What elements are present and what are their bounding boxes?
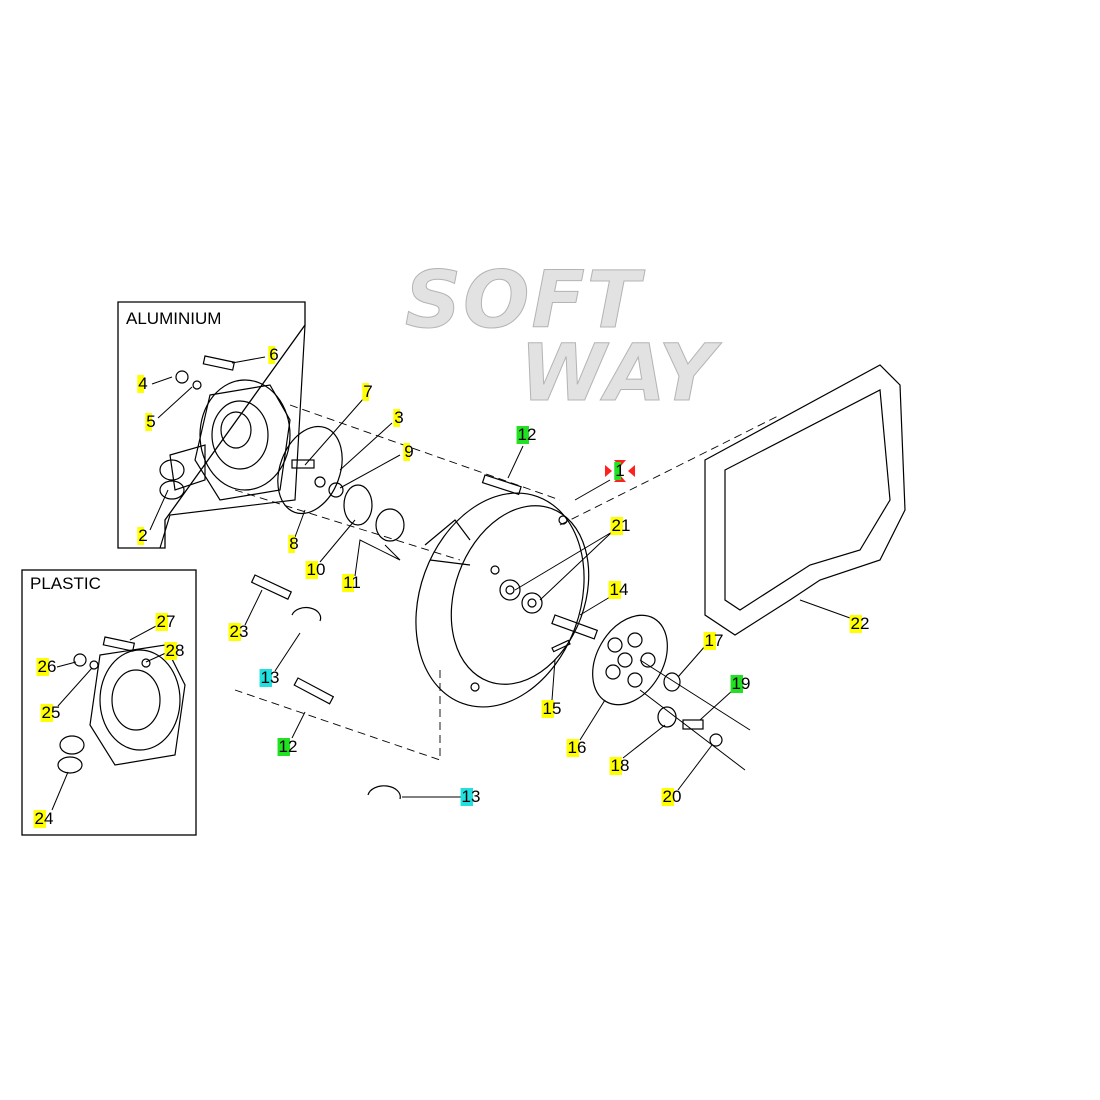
part-label-26[interactable]: 26 <box>36 657 58 676</box>
clip-13-upper <box>291 606 322 622</box>
bolt-19 <box>682 719 704 730</box>
part-label-13-upper[interactable]: 13 <box>259 668 281 687</box>
part-label-21[interactable]: 21 <box>610 516 632 535</box>
part-label-4[interactable]: 4 <box>137 374 149 393</box>
part-label-28[interactable]: 28 <box>164 641 186 660</box>
part-label-16[interactable]: 16 <box>566 738 588 757</box>
clip-13-lower <box>367 785 401 800</box>
watermark-line1: SOFT <box>405 256 642 346</box>
seal-9 <box>328 482 344 498</box>
part-label-12-top[interactable]: 12 <box>516 425 538 444</box>
gasket-22 <box>704 364 906 636</box>
pin-15 <box>551 639 571 653</box>
part-label-23[interactable]: 23 <box>228 622 250 641</box>
plastic-label: PLASTIC <box>30 574 101 593</box>
part-label-14[interactable]: 14 <box>608 580 630 599</box>
part-label-2[interactable]: 2 <box>137 526 149 545</box>
part-label-6[interactable]: 6 <box>268 345 280 364</box>
screw-7 <box>291 459 315 469</box>
part-label-10[interactable]: 10 <box>305 560 327 579</box>
aluminium-box <box>117 301 306 549</box>
part-label-5[interactable]: 5 <box>145 412 157 431</box>
part-label-22[interactable]: 22 <box>849 614 871 633</box>
watermark-logo: SOFT <box>405 262 642 341</box>
washer-20 <box>709 733 723 747</box>
cylinder-block-16 <box>592 614 668 706</box>
part-label-3[interactable]: 3 <box>393 408 405 427</box>
part-label-7[interactable]: 7 <box>362 382 374 401</box>
part-label-9[interactable]: 9 <box>403 442 415 461</box>
shaft-14 <box>551 614 599 640</box>
plastic-box <box>21 569 197 836</box>
part-label-27[interactable]: 27 <box>155 612 177 631</box>
washer-3 <box>314 476 326 488</box>
o-ring-8 <box>277 425 343 515</box>
gasket-22-inner <box>724 389 891 611</box>
part-label-19[interactable]: 19 <box>730 674 752 693</box>
valve-11 <box>375 508 405 542</box>
assembly-axes <box>234 404 781 761</box>
part-label-15[interactable]: 15 <box>541 699 563 718</box>
aluminium-label: ALUMINIUM <box>126 309 222 328</box>
disc-10 <box>343 484 373 526</box>
part-label-1[interactable]: 1 <box>614 461 626 480</box>
part-label-24[interactable]: 24 <box>33 809 55 828</box>
aluminium-pump-head <box>159 355 291 501</box>
screw-23 <box>250 574 293 600</box>
screw-12-lower <box>293 677 335 705</box>
part-label-20[interactable]: 20 <box>661 787 683 806</box>
part-label-18[interactable]: 18 <box>609 756 631 775</box>
screw-12-top <box>481 474 522 496</box>
part-label-8[interactable]: 8 <box>288 534 300 553</box>
part-label-13-lower[interactable]: 13 <box>460 787 482 806</box>
ring-17 <box>663 672 681 692</box>
part-label-12-lower[interactable]: 12 <box>277 737 299 756</box>
part-label-17[interactable]: 17 <box>703 631 725 650</box>
part-label-25[interactable]: 25 <box>40 703 62 722</box>
leader-lines <box>51 356 851 811</box>
part-label-11[interactable]: 11 <box>342 573 362 592</box>
aluminium-box-notch <box>159 324 306 549</box>
pump-body-1 <box>415 492 590 708</box>
watermark-logo-2: WAY <box>519 335 717 414</box>
watermark-line2: WAY <box>519 329 718 419</box>
